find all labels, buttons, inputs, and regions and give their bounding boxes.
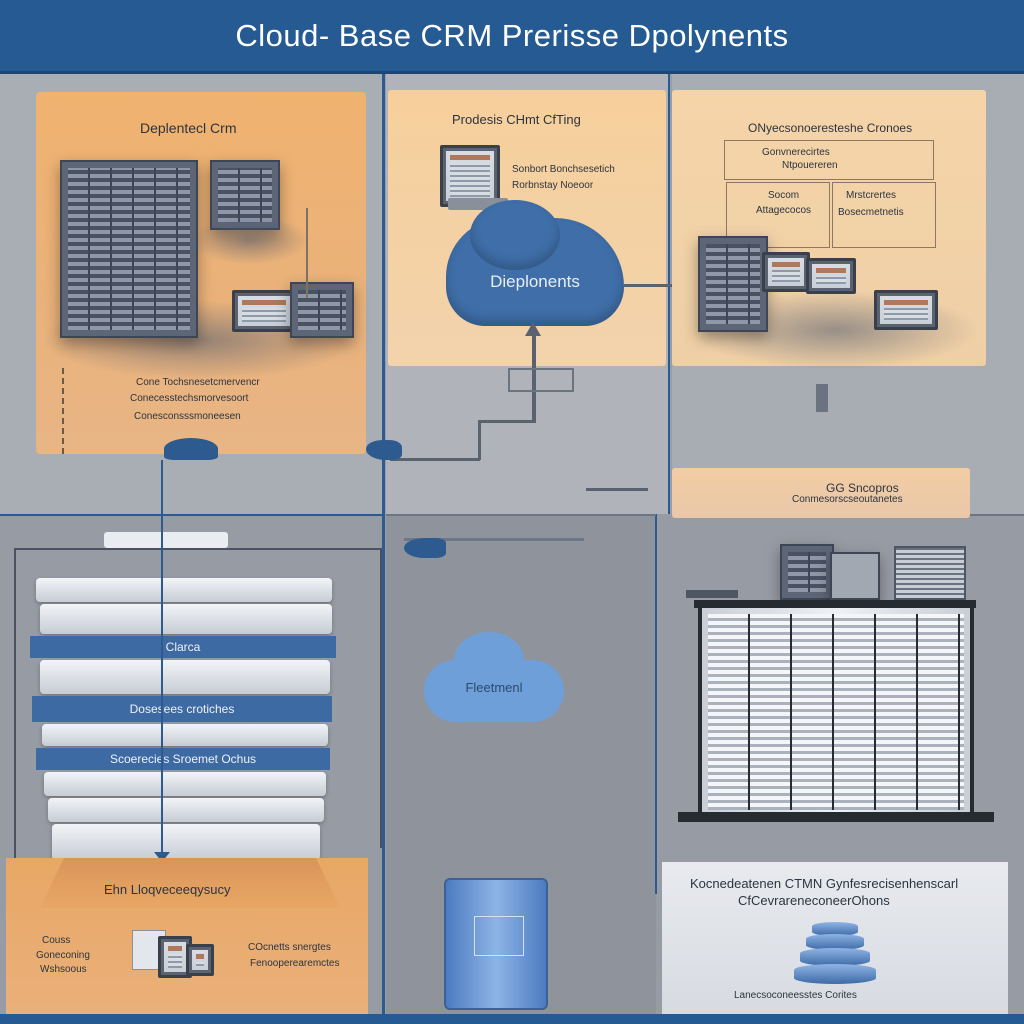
dashed-connector [62, 368, 64, 454]
left-panel-line-2: Conecesstechsmorvesoort [130, 393, 249, 404]
page-title: Cloud- Base CRM Prerisse Dpolynents [235, 18, 789, 53]
data-center-base [678, 812, 994, 822]
stack-tier-3 [800, 948, 870, 966]
left-arrow-marker [404, 538, 446, 558]
right-server-icon [698, 236, 768, 332]
sub-right-line-1: Mrstcrertes [846, 190, 896, 201]
vertical-divider-left [382, 74, 385, 1014]
step-line-2 [478, 420, 481, 460]
server-rack-icon [60, 160, 198, 338]
header-bar [0, 0, 1024, 74]
cloud-shadow [190, 215, 310, 265]
left-panel-line-3: Conesconsssmoneesen [134, 411, 241, 422]
connector-line [306, 208, 308, 298]
left-pointing-line [404, 538, 584, 541]
horizontal-divider-left [0, 514, 384, 516]
deployed-crm-title: Deplentecl Crm [140, 120, 237, 136]
left-panel-line-1: Cone Tochsnesetcmervencr [136, 377, 260, 388]
small-cloud-label: Fleetmenl [465, 680, 523, 695]
disk-layer-3 [40, 660, 330, 694]
sub-left-line-2: Attagecocos [756, 205, 812, 216]
small-rack-1 [780, 544, 834, 600]
arrow-to-right-panel [624, 284, 678, 287]
sub-left-line-1: Socom [768, 190, 800, 201]
disk-band-2: Dosesees crotiches [32, 696, 332, 722]
disk-layer-2 [40, 604, 332, 634]
disk-layer-7 [52, 824, 320, 860]
on-premise-line-1: Gonvnerecirtes [762, 147, 830, 158]
stack-frame-left [14, 548, 16, 858]
summary-right-line-2: Fenooperearemctes [250, 958, 340, 969]
sub-box-left [726, 182, 830, 248]
small-rack-2 [830, 552, 880, 600]
summary-left-line-1: Couss [42, 935, 71, 946]
disk-layer-1 [36, 578, 332, 602]
deployments-cloud-label: Dieplonents [490, 272, 580, 291]
stack-lid [104, 532, 228, 548]
device-icon [186, 944, 214, 976]
right-monitor-1 [762, 252, 810, 292]
deployments-cloud-top [470, 200, 560, 270]
on-premise-crm-title: Kocnedeatenen CTMN Gynfesrecisenhenscarl [690, 876, 959, 891]
footer-bar [0, 1014, 1024, 1024]
summary-box-title: Ehn Lloqveceeqysucy [104, 882, 231, 897]
disk-layer-4 [42, 724, 328, 746]
on-premise-crm-footer: Lanecsoconeesstes Corites [734, 990, 857, 1001]
on-premise-line-2: Ntpouereren [782, 160, 838, 171]
short-divider [586, 488, 648, 491]
step-line-3 [390, 458, 480, 461]
stack-tier-4 [794, 964, 876, 984]
on-premise-crm-subtitle: CfCevrareneconeerOhons [738, 893, 890, 908]
sub-box-right [832, 182, 936, 248]
data-center-roof [694, 600, 976, 608]
arrow-head-up [525, 322, 541, 336]
blue-arrow-marker [366, 440, 402, 460]
summary-left-line-3: Wshsoous [40, 964, 87, 975]
right-connector-post [816, 384, 828, 412]
stack-frame-top [14, 548, 382, 550]
small-rack-3 [894, 546, 966, 600]
arrow-base-box [508, 368, 574, 392]
workstation-icon [290, 282, 354, 338]
on-premise-header-box [724, 140, 934, 180]
disk-band-1: Clarca [30, 636, 336, 658]
disk-layer-5 [44, 772, 326, 796]
cylinder-diagram [474, 916, 524, 956]
stack-tier-1 [812, 922, 858, 936]
small-cloud-top [454, 632, 524, 688]
summary-left-line-2: Goneconing [36, 950, 90, 961]
hosting-line-2: Rorbnstay Noeoor [512, 180, 594, 191]
gg-banner-subtitle: Conmesorscseoutanetes [792, 494, 903, 505]
on-premise-title: ONyecsonoeresteshe Cronoes [748, 121, 913, 135]
summary-right-line-1: COcnetts snergtes [248, 942, 331, 953]
vertical-flow-line [161, 460, 163, 860]
gg-banner [672, 468, 970, 518]
box-lid [40, 858, 340, 908]
rack-shelf [686, 590, 738, 598]
vertical-divider-bottom [655, 514, 657, 894]
sub-right-line-2: Bosecmetnetis [838, 207, 904, 218]
horizontal-divider-middle [386, 514, 656, 516]
right-laptop-icon [874, 290, 938, 330]
arrow-up-line [532, 332, 536, 422]
disk-layer-6 [48, 798, 324, 822]
stack-frame-right [380, 548, 382, 848]
crm-hosting-title: Prodesis CHmt CfTing [452, 112, 581, 127]
right-monitor-2 [806, 258, 856, 294]
disk-band-3: Scoerecies Sroemet Ochus [36, 748, 330, 770]
vertical-divider-right [668, 74, 670, 514]
step-line-1 [478, 420, 536, 423]
database-cylinder-icon [444, 878, 548, 1010]
stack-tier-2 [806, 934, 864, 950]
hosting-line-1: Sonbort Bonchsesetich [512, 164, 615, 175]
monitor-icon [232, 290, 296, 332]
flow-arrow-head [154, 852, 170, 862]
flow-arrow-cap [164, 438, 218, 460]
data-center-racks [708, 614, 964, 810]
gg-banner-title: GG Sncopros [826, 481, 899, 495]
